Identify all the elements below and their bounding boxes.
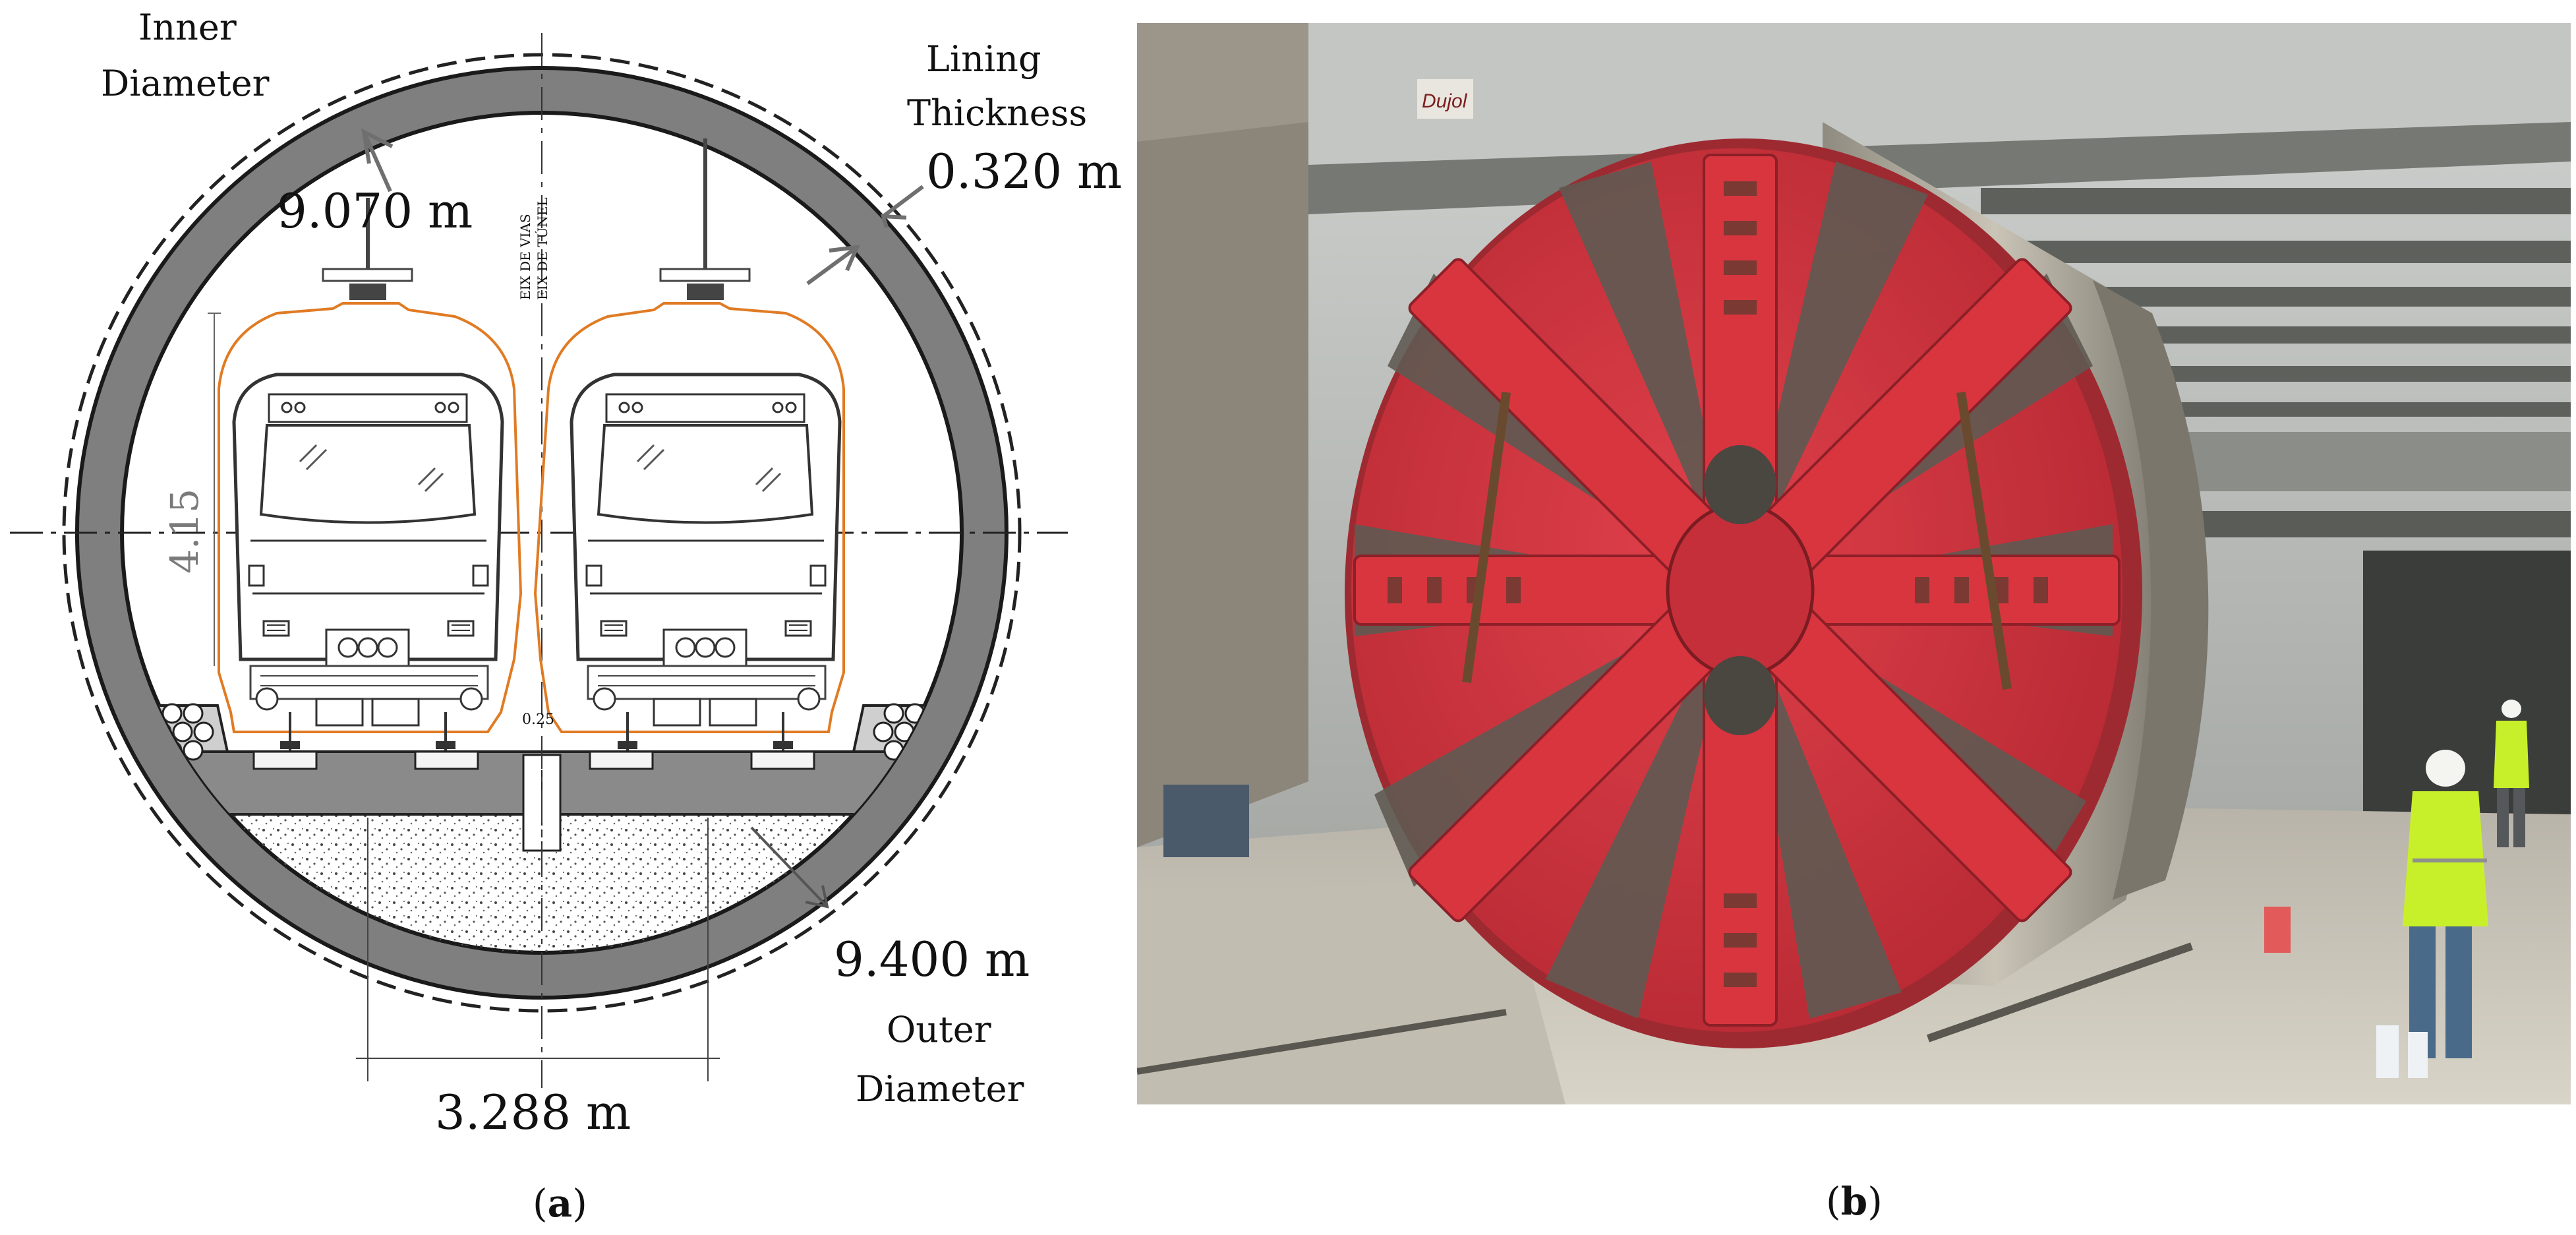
height-dimension-label: 4.15: [162, 489, 207, 574]
inner-diameter-arrow: [361, 128, 394, 193]
lining-thickness-value: 0.320 m: [926, 144, 1122, 199]
drain-dimension-label: 0.25: [522, 711, 554, 728]
tbm-cutterhead: [1345, 138, 2142, 1048]
generator-box: [1163, 785, 1249, 857]
outer-diameter-label-line1: Outer: [887, 1009, 991, 1050]
inner-diameter-label-line2: Diameter: [101, 63, 270, 104]
gauge-dimension: [356, 818, 720, 1081]
sleepers: [252, 750, 815, 770]
worker-far: [2494, 700, 2529, 847]
panel-b-tbm-photo: Dujol: [1137, 23, 2571, 1104]
right-train: [533, 138, 845, 750]
outer-diameter-label-line2: Diameter: [856, 1068, 1024, 1110]
inner-diameter-label-line1: Inner: [138, 7, 237, 48]
inner-diameter-value: 9.070 m: [277, 183, 473, 239]
axis-label-track: EIX DE VIAS: [517, 214, 533, 300]
cross-section-drawing: EIX DE VIAS EIX DE TÚNEL: [10, 7, 1122, 1226]
outer-diameter-value: 9.400 m: [834, 932, 1030, 987]
lining-thickness-label-line1: Lining: [926, 38, 1041, 80]
site-sign: Dujol: [1422, 90, 1468, 112]
panel-a-cross-section: EIX DE VIAS EIX DE TÚNEL: [0, 0, 1144, 1235]
caption-b: (b): [1826, 1179, 1883, 1224]
outer-diameter-arrow: [750, 826, 829, 909]
overhead-slab: [1308, 23, 2571, 165]
tbm-photo: Dujol: [1137, 23, 2571, 1104]
caption-b-wrapper: (b): [1826, 1179, 1883, 1224]
track-gauge-value: 3.288 m: [435, 1085, 631, 1140]
right-clearance-envelope: [533, 302, 845, 733]
caption-a: (a): [533, 1181, 587, 1226]
axis-label-tunnel: EIX DE TÚNEL: [534, 197, 550, 300]
lining-ring: [74, 66, 1009, 1000]
lining-thickness-label-line2: Thickness: [907, 92, 1087, 134]
left-clearance-envelope: [218, 302, 523, 733]
lining-thickness-arrows: [806, 185, 924, 286]
left-train: [218, 198, 523, 750]
